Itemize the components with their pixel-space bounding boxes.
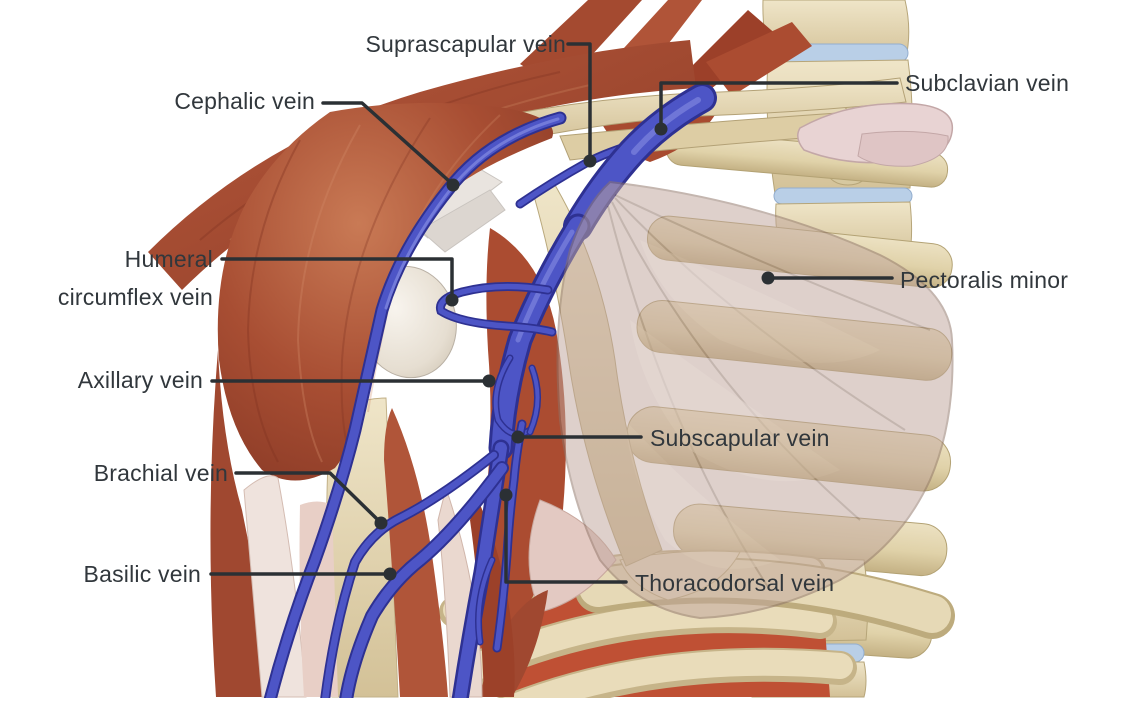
humeral-circumflex-vein-path (435, 281, 557, 337)
leader-line-cephalic-vein (321, 101, 451, 183)
anchor-dot-basilic-vein (383, 567, 397, 581)
basilic-vein-path (339, 461, 509, 707)
anchor-dot-suprascapular-vein (583, 154, 597, 168)
anchor-dot-pectoralis-minor (761, 271, 775, 285)
bottom-margin (0, 698, 1127, 715)
leader-line-suprascapular-vein (566, 42, 592, 158)
brachial-continuation-path (451, 439, 510, 709)
leader-line-subclavian-vein (659, 81, 899, 126)
leader-line-humeral-circumflex-vein (220, 257, 454, 297)
anchor-dot-subclavian-vein (654, 122, 668, 136)
anchor-dot-cephalic-vein (446, 178, 460, 192)
leader-line-brachial-vein (234, 471, 379, 521)
subscapular-thoracodorsal-path (492, 419, 527, 653)
brachial-vein-path (320, 450, 499, 705)
anchor-dot-brachial-vein (374, 516, 388, 530)
anchor-dot-thoracodorsal-vein (499, 488, 513, 502)
pectoralis-minor-muscle (556, 180, 954, 620)
acromion (797, 102, 954, 167)
anchor-dot-axillary-vein (482, 374, 496, 388)
leader-line-thoracodorsal-vein (504, 498, 628, 584)
anchor-dot-humeral-circumflex-vein (445, 293, 459, 307)
anchor-dot-subscapular-vein (511, 430, 525, 444)
